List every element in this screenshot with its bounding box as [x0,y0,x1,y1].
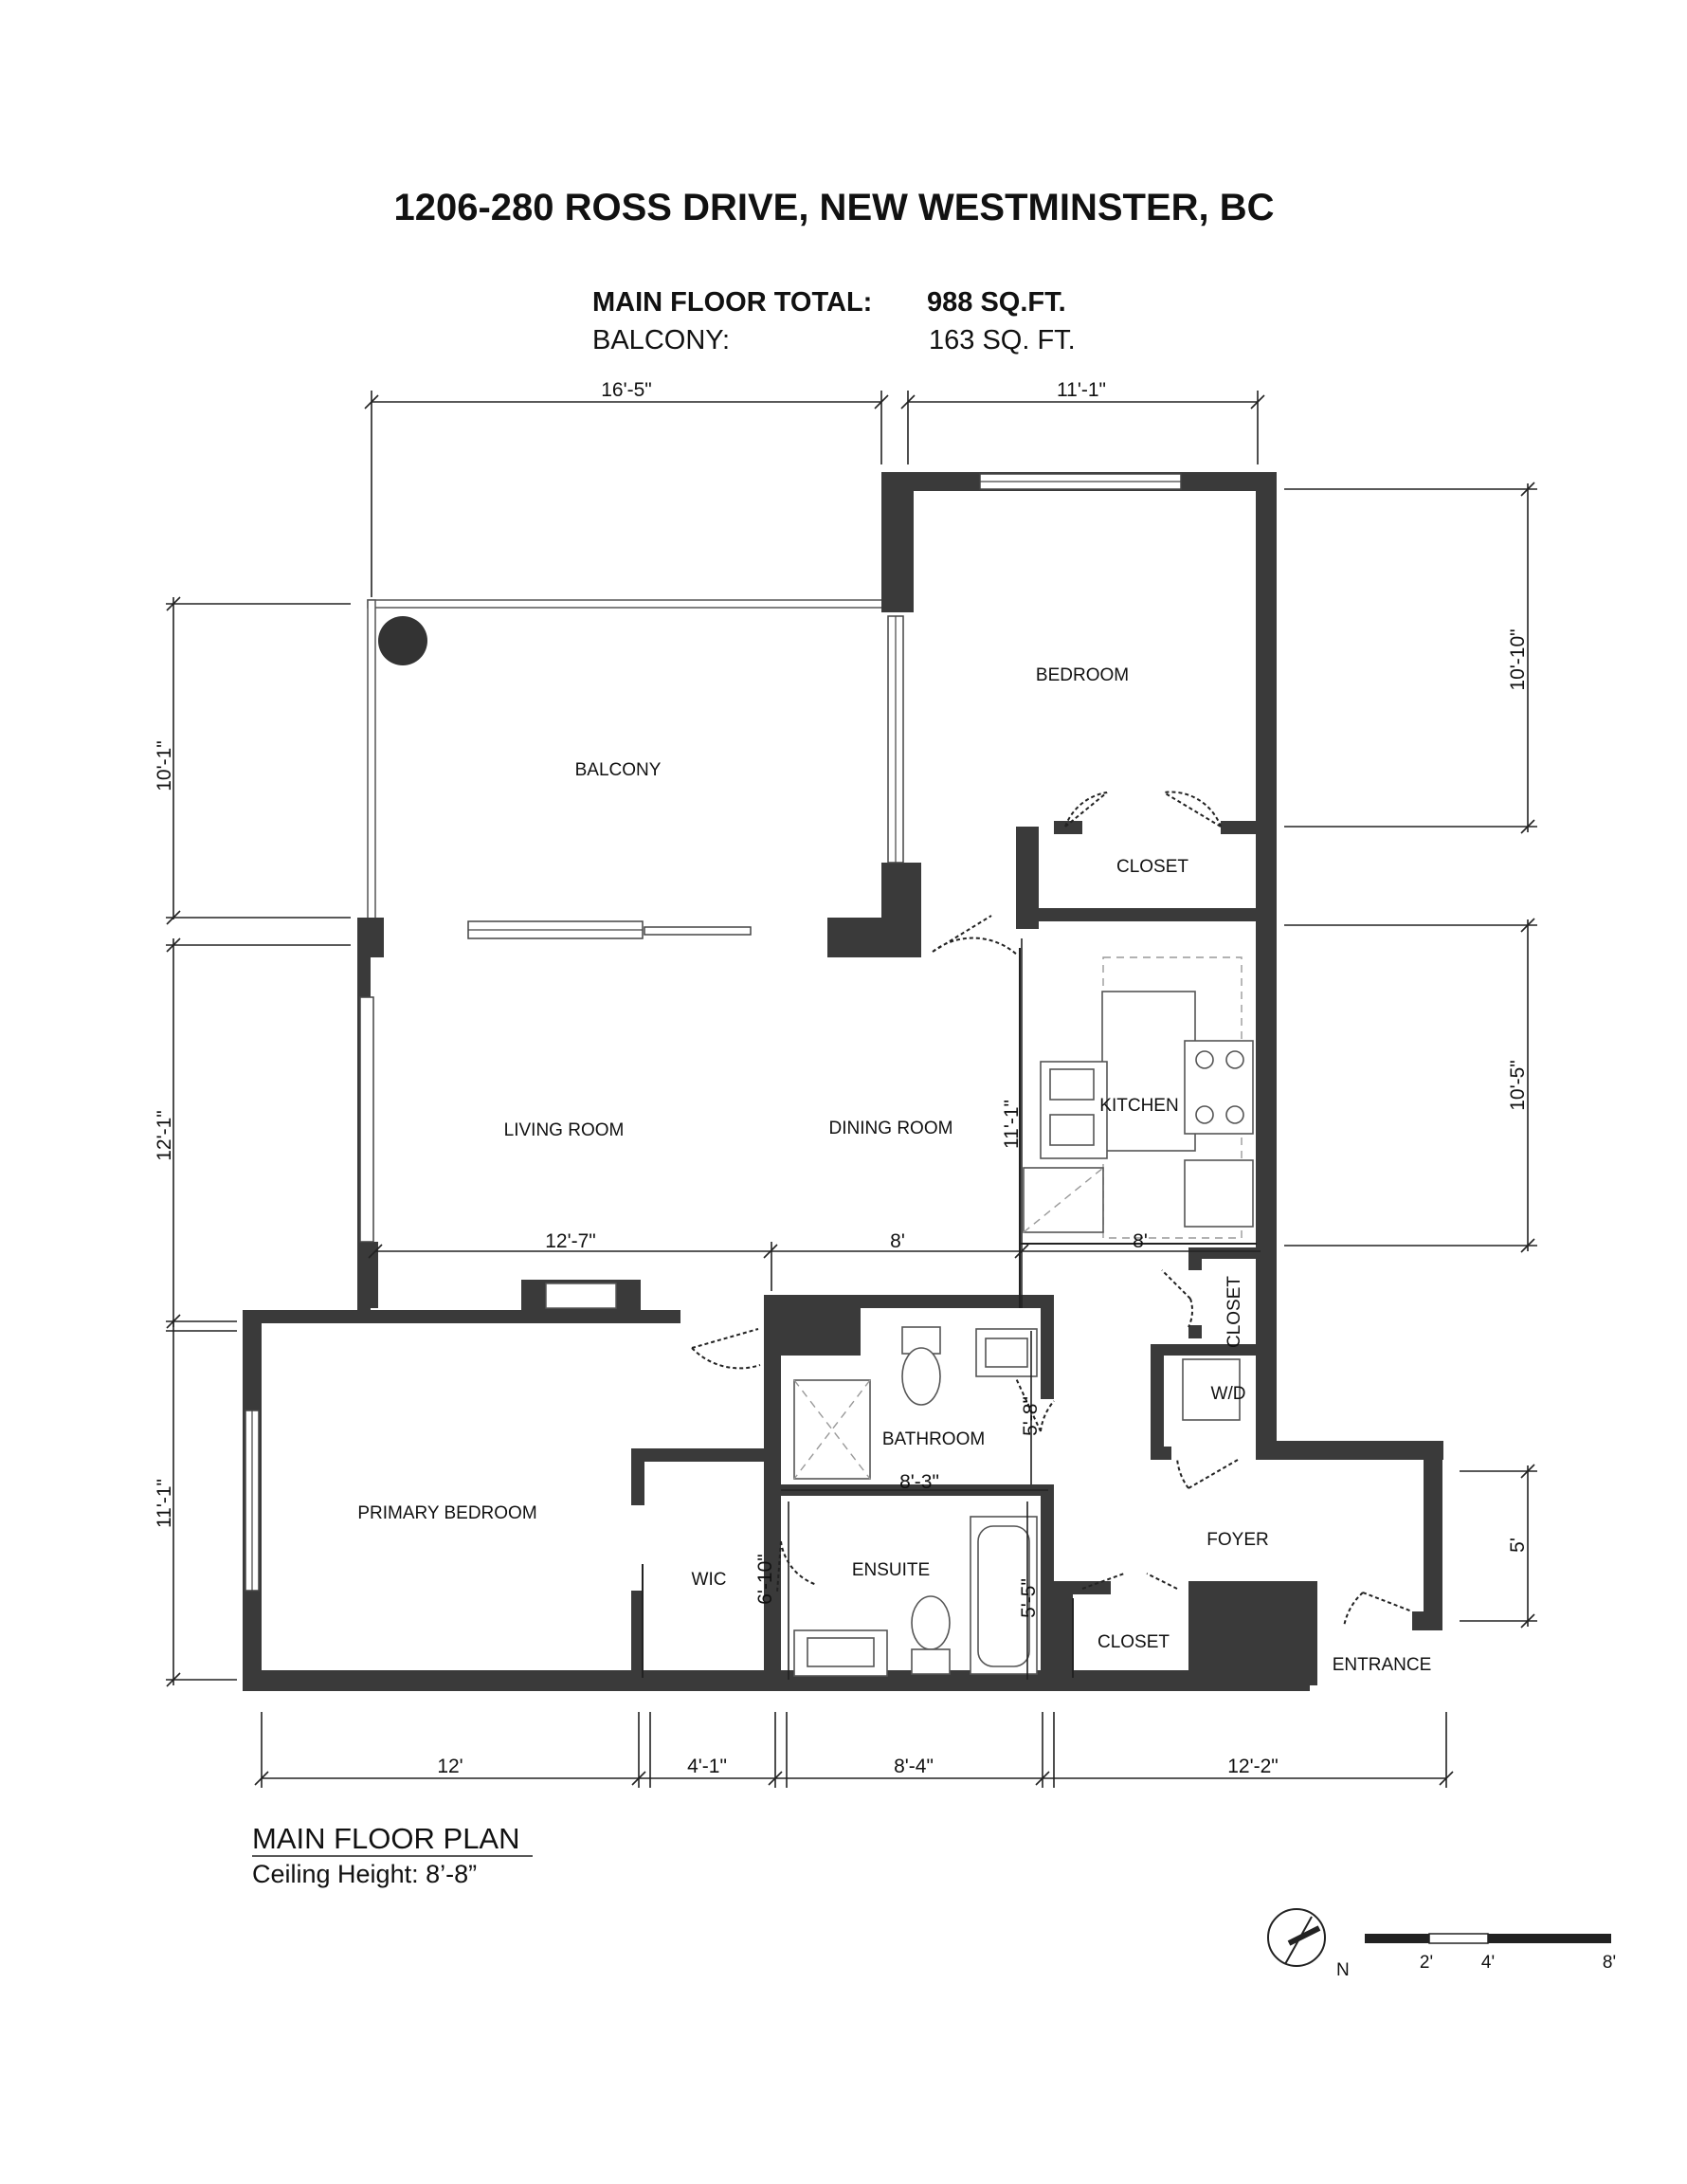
room-entrance: ENTRANCE [1333,1655,1432,1675]
room-ensuite: ENSUITE [852,1560,930,1580]
dim-living-width: 12'-7" [545,1230,596,1252]
room-bedroom: BEDROOM [1036,665,1129,685]
dim-bottom-wic: 4'-1" [687,1756,727,1777]
room-bathroom: BATHROOM [882,1429,985,1449]
main-floor-total-value: 988 SQ.FT. [927,287,1066,318]
dim-kitchen-width: 8' [1133,1230,1148,1252]
balcony-area-value: 163 SQ. FT. [929,325,1076,355]
bathroom-fixtures [793,1326,1241,1677]
interior-lines [642,948,1257,1678]
doors [691,791,1413,1628]
dim-right-foyer: 5' [1507,1538,1529,1553]
room-wd: W/D [1211,1384,1246,1404]
dim-top-right: 11'-1" [1057,379,1106,401]
dim-dining-width: 8' [890,1230,905,1252]
interior-dimensions [368,938,1261,1680]
room-foyer: FOYER [1206,1530,1268,1550]
dim-ensuite-right: 5'-5" [1018,1578,1040,1618]
room-balcony: BALCONY [575,760,662,780]
dim-bath-width: 8'-3" [899,1471,939,1493]
room-closet-bedroom: CLOSET [1116,857,1188,877]
room-closet-entry: CLOSET [1097,1632,1170,1652]
kitchen-fixtures [1023,956,1254,1239]
scale-bar-icon [1365,1933,1611,1944]
room-primary-bedroom: PRIMARY BEDROOM [357,1503,536,1523]
dim-top-left: 16'-5" [601,379,652,401]
room-closet-hall: CLOSET [1224,1276,1244,1348]
plan-title: MAIN FLOOR PLAN [252,1822,520,1855]
dim-right-bedroom: 10'-10" [1507,628,1529,690]
north-arrow-icon [1267,1908,1326,1967]
dim-left-balcony: 10'-1" [154,740,175,792]
balcony-area-label: BALCONY: [592,325,730,355]
room-wic: WIC [692,1570,727,1590]
scale-4: 4' [1481,1953,1495,1973]
ceiling-height: Ceiling Height: 8’-8” [252,1860,477,1888]
dim-bath-depth: 5'-8" [1020,1396,1042,1436]
balcony-outline [367,599,886,923]
north-label: N [1336,1960,1350,1980]
address-title: 1206-280 ROSS DRIVE, NEW WESTMINSTER, BC [393,187,1274,228]
room-dining: DINING ROOM [829,1119,953,1138]
dim-kitchen-depth: 11'-1" [1001,1100,1023,1149]
dim-left-living: 12'-1" [154,1110,175,1161]
dim-left-primary: 11'-1" [154,1479,175,1528]
main-floor-total-label: MAIN FLOOR TOTAL: [592,287,872,318]
dim-ensuite-left: 6'-10" [754,1554,776,1605]
balcony-column [378,616,427,665]
left-dimensions [166,596,351,1687]
right-dimensions [1284,482,1537,1629]
scale-2: 2' [1420,1953,1433,1973]
dim-bottom-primary: 12' [437,1756,463,1777]
scale-8: 8' [1603,1953,1616,1973]
dim-right-kitchen: 10'-5" [1507,1060,1529,1111]
bottom-dimensions [254,1712,1454,1788]
room-living: LIVING ROOM [504,1120,625,1140]
dim-bottom-foyer: 12'-2" [1227,1756,1279,1777]
top-dimensions [364,391,1265,597]
dim-bottom-ensuite: 8'-4" [894,1756,934,1777]
room-kitchen: KITCHEN [1099,1096,1178,1116]
windows [245,473,1182,1592]
